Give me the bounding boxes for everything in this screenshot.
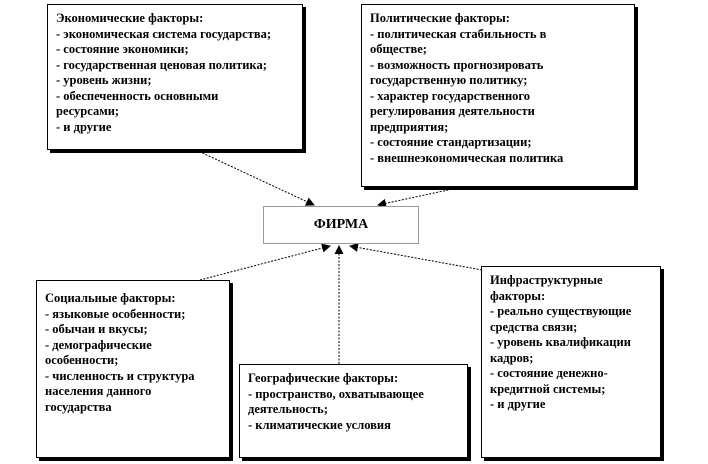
economic-item: - государственная ценовая политика; (56, 57, 267, 72)
economic-item: ресурсами; (56, 104, 120, 118)
social-factors-title: Социальные факторы: (45, 291, 176, 305)
social-item: особенности; (45, 353, 119, 367)
arrow-economic (195, 149, 315, 206)
political-item: предприятия; (370, 119, 449, 134)
geographic-factors-title: Географические факторы: (248, 371, 399, 385)
infrastructure-item: средства связи; (490, 319, 578, 334)
political-factors-box: Политические факторы: - политическая ста… (361, 4, 635, 187)
political-item: - состояние стандартизации; (370, 135, 532, 149)
infrastructure-item: кадров; (490, 350, 534, 365)
economic-factors-box: Экономические факторы: - экономическая с… (47, 4, 303, 150)
political-item: обществе; (370, 42, 427, 56)
social-item: населения данного (45, 384, 152, 398)
economic-item: - состояние экономики; (56, 42, 189, 56)
arrow-social (199, 243, 331, 281)
infrastructure-item: кредитной системы; (490, 381, 606, 396)
arrow-political (377, 186, 463, 208)
geographic-factors-box: Географические факторы: - пространство, … (239, 364, 468, 458)
arrow-infrastructure (349, 243, 483, 271)
economic-item: - обеспеченность основными (56, 88, 219, 103)
infrastructure-factors-box: Инфраструктурные факторы: - реально суще… (481, 266, 661, 458)
infrastructure-factors-title: Инфраструктурные (490, 273, 603, 287)
political-factors-title: Политические факторы: (370, 11, 510, 25)
political-item: - внешнеэкономическая политика (370, 150, 564, 165)
economic-item: - экономическая система государства; (56, 26, 271, 41)
economic-item: - уровень жизни; (56, 73, 152, 87)
geographic-item: - климатические условия (248, 417, 391, 432)
political-item: регулирования деятельности (370, 104, 535, 118)
social-item: - демографические (45, 337, 152, 352)
geographic-item: деятельность; (248, 402, 328, 416)
political-item: - возможность прогнозировать (370, 57, 544, 72)
social-item: - обычаи и вкусы; (45, 322, 148, 336)
political-item: государственную политику; (370, 73, 528, 87)
firm-box: ФИРМА (263, 206, 419, 244)
infrastructure-factors-title-cont: факторы: (490, 288, 546, 303)
economic-factors-title: Экономические факторы: (56, 11, 204, 25)
social-item: государства (45, 399, 112, 414)
social-item: - численность и структура (45, 368, 195, 383)
economic-item: - и другие (56, 119, 112, 134)
infrastructure-item: - уровень квалификации (490, 335, 631, 349)
infrastructure-item: - реально существующие (490, 304, 632, 318)
social-factors-box: Социальные факторы: - языковые особеннос… (36, 280, 230, 458)
infrastructure-item: - состояние денежно- (490, 366, 608, 380)
firm-label: ФИРМА (313, 217, 369, 232)
geographic-item: - пространство, охватывающее (248, 386, 424, 401)
infrastructure-item: - и другие (490, 397, 546, 411)
political-item: - политическая стабильность в (370, 26, 547, 41)
social-item: - языковые особенности; (45, 306, 186, 321)
political-item: - характер государственного (370, 88, 531, 103)
